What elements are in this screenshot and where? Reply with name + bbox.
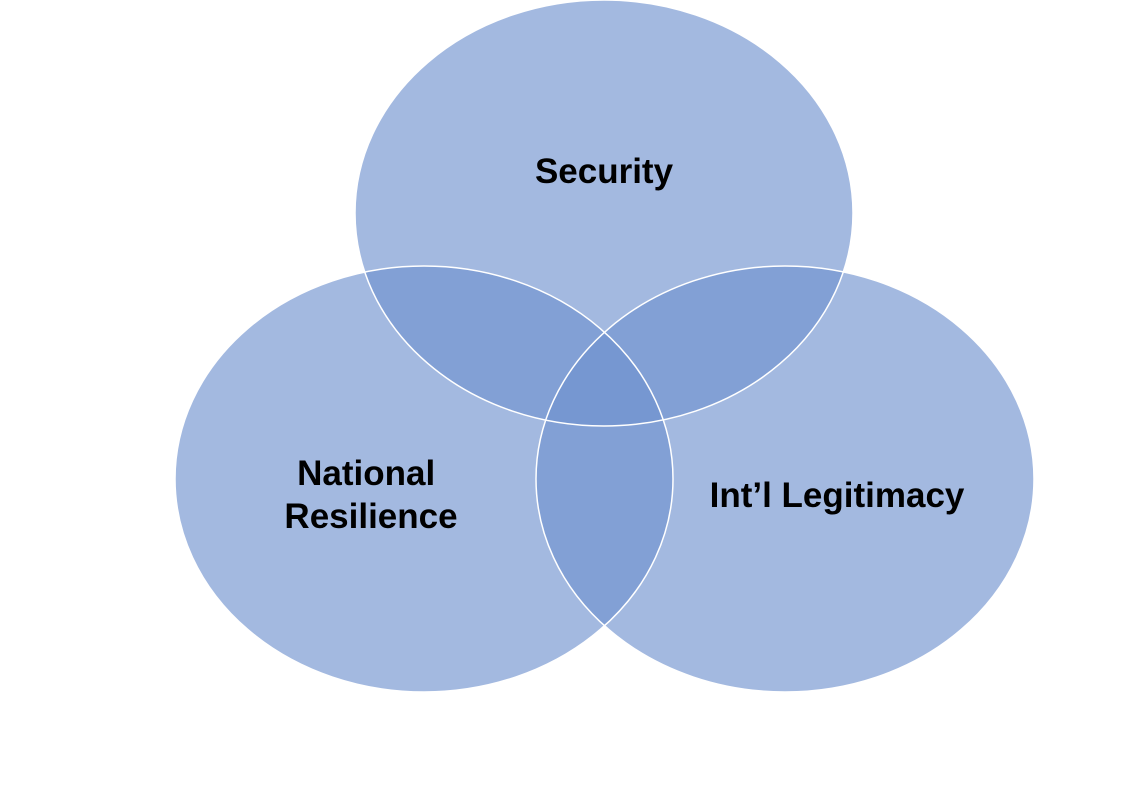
circle-labels: Security National Resilience Int’l Legit… [284,152,964,536]
national-resilience-circle-outline [174,265,674,693]
circle-outlines [174,0,1035,693]
national-resilience-label-line-1: National [297,454,435,493]
security-circle-outline [354,0,854,427]
security-label-line-1: Security [535,152,674,191]
circle-fills [175,0,1034,692]
intl-legitimacy-label-line-1: Int’l Legitimacy [710,476,965,515]
intl-legitimacy-circle-outline [535,265,1035,693]
national-resilience-label: National Resilience [284,454,457,536]
national-resilience-circle [175,266,673,692]
intl-legitimacy-circle [536,266,1034,692]
intl-legitimacy-label: Int’l Legitimacy [710,476,965,515]
security-label: Security [535,152,674,191]
national-resilience-label-line-2: Resilience [284,497,457,536]
